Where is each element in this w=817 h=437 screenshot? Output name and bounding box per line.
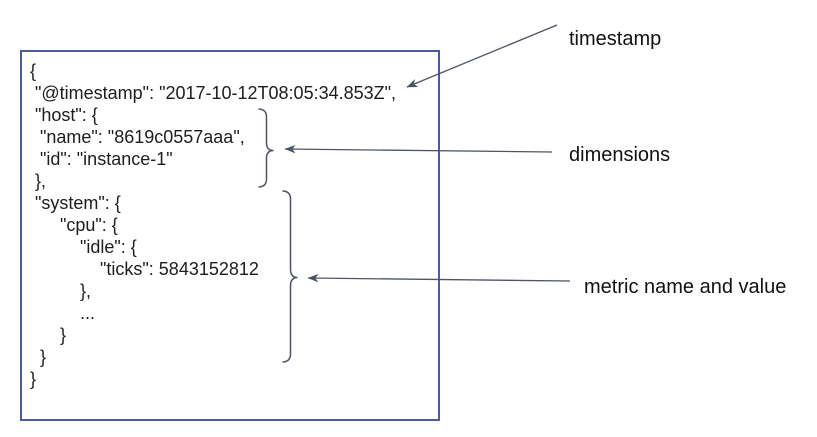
code-line-system: "system": { [30,193,121,213]
code-line-host-name: "name": "8619c0557aaa", [30,127,245,147]
json-code-block: { "@timestamp": "2017-10-12T08:05:34.853… [30,60,396,390]
code-line-ticks: "ticks": 5843152812 [30,259,259,279]
json-document-box: { "@timestamp": "2017-10-12T08:05:34.853… [20,50,440,421]
code-line: } [30,369,37,389]
code-line: } [30,325,67,345]
code-line: { [30,61,37,81]
code-line: }, [30,171,47,191]
metric-name-and-value-label: metric name and value [584,276,787,298]
code-line-ellipsis: ... [30,303,96,323]
code-line-cpu: "cpu": { [30,215,118,235]
timestamp-label: timestamp [569,28,662,50]
code-line-idle: "idle": { [30,237,137,257]
dimensions-label: dimensions [569,144,671,166]
code-line: } [30,347,47,367]
code-line-host: "host": { [30,105,98,125]
code-line-timestamp: "@timestamp": "2017-10-12T08:05:34.853Z"… [30,83,397,103]
code-line-host-id: "id": "instance-1" [30,149,173,169]
code-line: }, [30,281,92,301]
